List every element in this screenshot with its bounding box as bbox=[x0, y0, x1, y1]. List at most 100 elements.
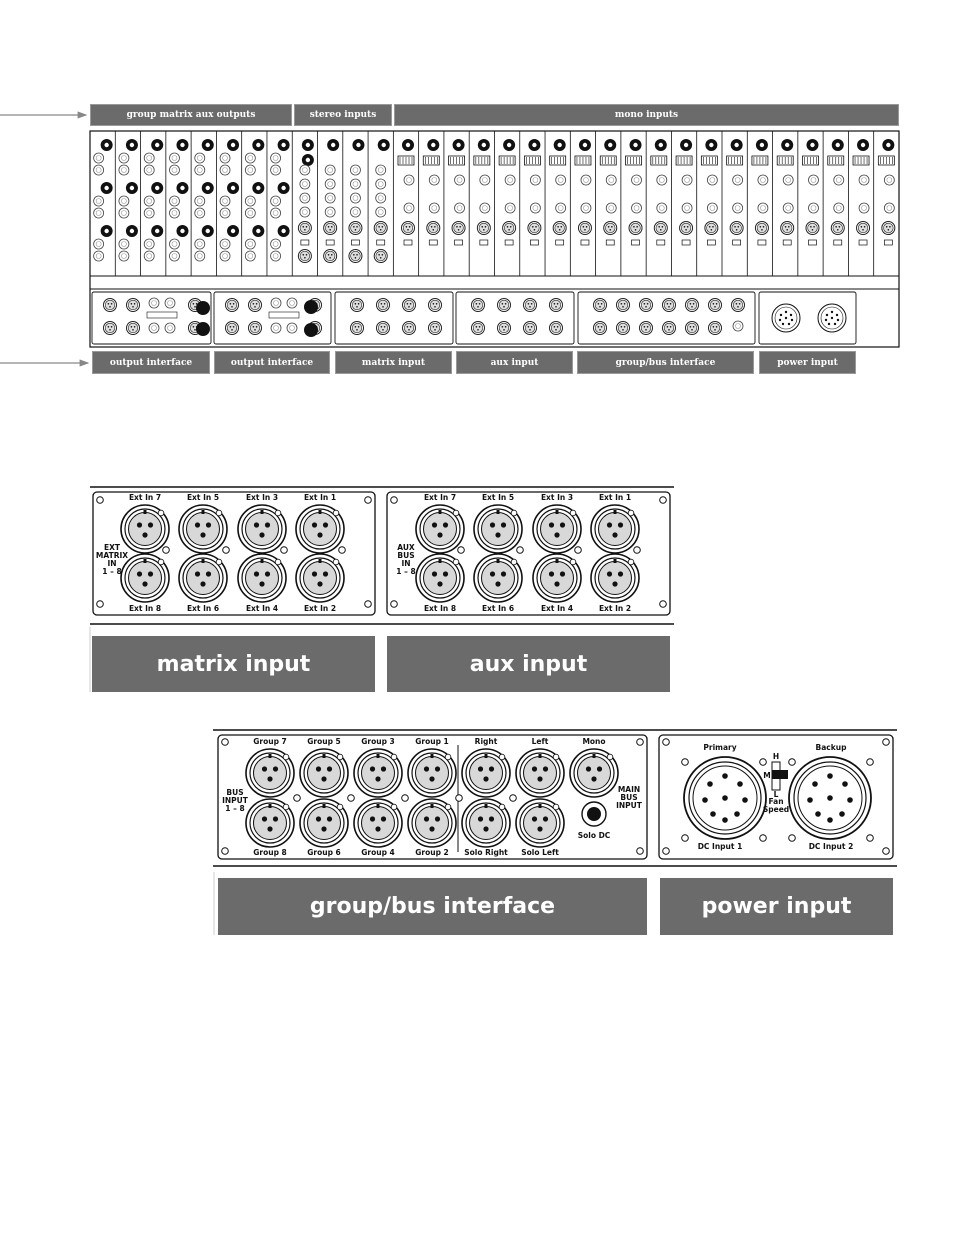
rear-xlr bbox=[497, 321, 511, 335]
rear-xlr bbox=[639, 298, 653, 312]
backup-label: Backup bbox=[816, 743, 848, 752]
label-aux-input: aux input bbox=[456, 351, 573, 374]
mono-ring bbox=[681, 174, 693, 186]
mono-knob bbox=[427, 139, 440, 151]
output-knob bbox=[100, 139, 113, 151]
fan-label-1: Fan bbox=[768, 797, 783, 806]
rear-xlr bbox=[523, 298, 537, 312]
main-bus-label-3: INPUT bbox=[616, 801, 643, 810]
mono-switch bbox=[883, 239, 893, 246]
mono-switch bbox=[757, 239, 767, 246]
mono-xlr bbox=[401, 221, 415, 235]
mono-ring bbox=[681, 202, 693, 214]
mono-ring bbox=[530, 202, 541, 214]
stereo-xlr bbox=[373, 221, 388, 235]
stereo-switch bbox=[351, 239, 360, 246]
stereo-switch bbox=[376, 239, 386, 246]
output-ring bbox=[169, 152, 180, 164]
group-xlr-connector bbox=[515, 798, 565, 848]
screw bbox=[788, 834, 796, 842]
switch-label-h: H bbox=[773, 752, 779, 761]
screw bbox=[96, 496, 104, 504]
mono-ring bbox=[428, 174, 440, 186]
mono-ring bbox=[504, 174, 516, 186]
group-xlr-connector bbox=[299, 748, 349, 798]
mono-ring bbox=[454, 174, 465, 186]
mono-ring bbox=[428, 202, 440, 214]
mono-ring bbox=[833, 174, 845, 186]
mono-ring bbox=[732, 202, 744, 214]
rear-ring bbox=[732, 320, 744, 332]
output-ring bbox=[270, 152, 282, 164]
group-connectors bbox=[221, 738, 644, 855]
mono-switch bbox=[681, 239, 691, 246]
stereo-switch bbox=[300, 239, 310, 246]
stereo-xlr bbox=[323, 249, 338, 263]
main-bus-label-2: BUS bbox=[620, 793, 637, 802]
screw bbox=[509, 794, 517, 802]
output-ring bbox=[118, 250, 130, 262]
rear-xlr bbox=[350, 321, 364, 335]
output-ring bbox=[244, 250, 256, 262]
output-ring bbox=[244, 195, 256, 207]
mono-xlr bbox=[628, 221, 643, 235]
output-ring bbox=[143, 195, 155, 207]
mono-ring bbox=[808, 174, 819, 186]
matrix-bottom-label-1: Ext In 8 bbox=[129, 604, 161, 613]
mono-knob bbox=[730, 139, 743, 151]
rear-xlr bbox=[471, 321, 485, 335]
rear-xlr bbox=[103, 321, 117, 335]
screw bbox=[662, 738, 670, 746]
stereo-ring bbox=[299, 178, 311, 190]
output-ring bbox=[270, 250, 282, 262]
output-knob bbox=[252, 139, 265, 151]
stereo-ring bbox=[350, 164, 361, 176]
group-bottom-label-4: Group 2 bbox=[415, 848, 449, 857]
stereo-xlr bbox=[348, 249, 363, 263]
screw bbox=[222, 546, 230, 554]
matrix-top-label-1: Ext In 7 bbox=[129, 493, 161, 502]
caption-matrix-input: matrix input bbox=[92, 636, 375, 692]
stereo-knob bbox=[377, 139, 390, 151]
matrix-xlr-connector bbox=[120, 504, 170, 554]
matrix-side-label-2: MATRIX bbox=[96, 551, 128, 560]
rear-xlr bbox=[549, 321, 563, 335]
output-ring bbox=[169, 250, 180, 262]
caption-aux-input: aux input bbox=[387, 636, 670, 692]
rear-ring bbox=[286, 297, 298, 309]
caption-group-bus-interface: group/bus interface bbox=[218, 878, 647, 935]
rear-ring bbox=[164, 322, 176, 334]
group-xlr-connector bbox=[461, 798, 511, 848]
fan-speed-switch bbox=[771, 761, 788, 791]
output-ring bbox=[219, 195, 231, 207]
mono-switch bbox=[656, 239, 666, 246]
switch-label-l: L bbox=[774, 790, 779, 799]
output-ring bbox=[219, 250, 231, 262]
stereo-ring bbox=[299, 164, 311, 176]
rear-xlr bbox=[471, 298, 485, 312]
group-side-label-2: INPUT bbox=[222, 796, 249, 805]
stereo-xlr bbox=[348, 221, 363, 235]
matrix-top-label-4: Ext In 1 bbox=[304, 493, 336, 502]
rear-xlr bbox=[549, 298, 563, 312]
output-ring bbox=[270, 164, 282, 176]
stereo-knob bbox=[301, 139, 314, 151]
output-knob bbox=[201, 182, 214, 194]
header-group-matrix-aux-outputs: group matrix aux outputs bbox=[90, 104, 292, 126]
mono-ring bbox=[858, 202, 870, 214]
stereo-ring bbox=[324, 192, 336, 204]
matrix-side-label-4: 1 – 8 bbox=[102, 567, 121, 576]
stereo-ring bbox=[299, 192, 311, 204]
stereo-xlr bbox=[297, 221, 312, 235]
mono-knob bbox=[831, 139, 844, 151]
primary-label: Primary bbox=[703, 743, 736, 752]
aux-xlr-connector bbox=[590, 553, 640, 603]
mono-ring bbox=[757, 202, 769, 214]
group-top-label-1: Group 7 bbox=[253, 737, 287, 746]
output-ring bbox=[194, 152, 206, 164]
mono-ring bbox=[782, 202, 794, 214]
mono-switch bbox=[555, 239, 565, 246]
output-ring bbox=[93, 164, 105, 176]
output-ring bbox=[270, 207, 282, 219]
output-knob bbox=[125, 225, 138, 237]
